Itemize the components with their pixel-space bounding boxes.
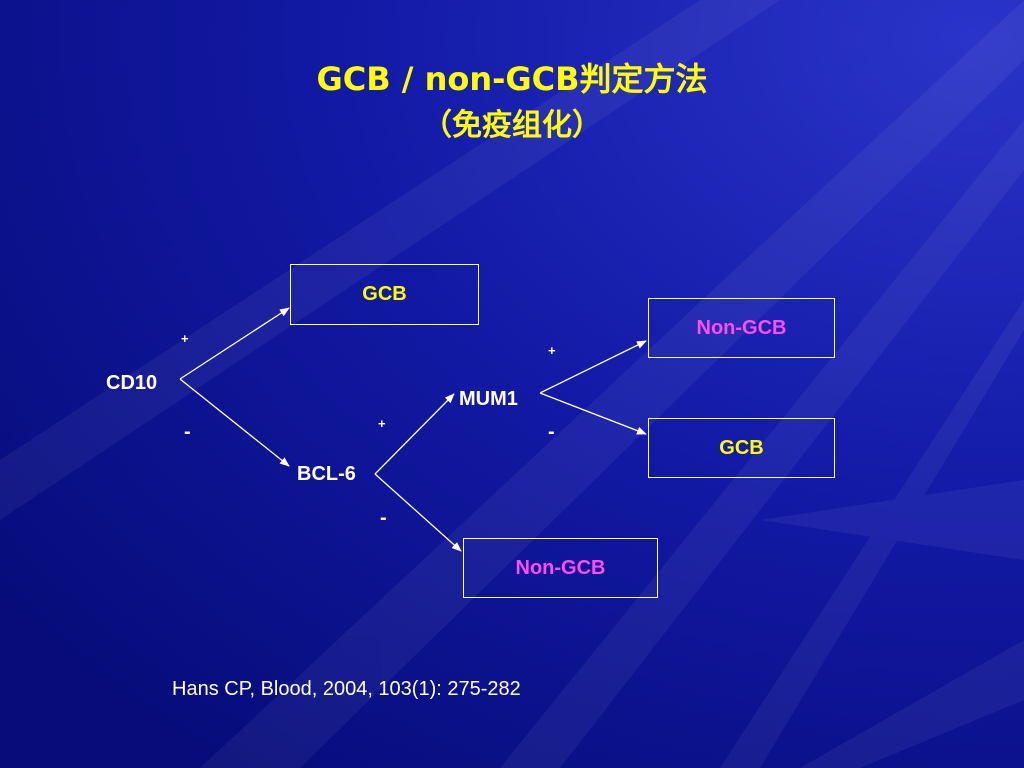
outcome-gcb-top-label: GCB (362, 283, 407, 305)
node-mum1: MUM1 (459, 388, 518, 410)
node-bcl6: BCL-6 (297, 463, 356, 485)
sign-mum1-positive: + (548, 343, 556, 358)
outcome-nongcb-bottom-label: Non-GCB (515, 556, 606, 579)
citation: Hans CP, Blood, 2004, 103(1): 275-282 (172, 678, 521, 700)
arrow-bcl6-pos (374, 393, 455, 475)
outcome-nongcb-right-label: Non-GCB (696, 316, 787, 339)
arrow-bcl6-neg (374, 473, 462, 552)
arrow-mum1-neg (539, 392, 647, 435)
sign-mum1-negative: - (548, 421, 555, 443)
outcome-nongcb-bottom: Non-GCB (463, 538, 658, 598)
outcome-gcb-right: GCB (648, 418, 835, 478)
arrow-mum1-pos (539, 340, 647, 394)
slide-subtitle: （免疫组化） (422, 108, 602, 143)
sign-bcl6-negative: - (380, 507, 387, 529)
outcome-gcb-top: GCB (290, 264, 479, 325)
sign-bcl6-positive: + (378, 416, 386, 431)
outcome-gcb-right-label: GCB (719, 436, 764, 459)
outcome-nongcb-right: Non-GCB (648, 298, 835, 358)
node-cd10: CD10 (106, 372, 158, 394)
sign-cd10-negative: - (184, 421, 191, 443)
arrow-cd10-neg (179, 378, 290, 467)
slide-title: GCB / non-GCB判定方法 (316, 60, 708, 98)
arrow-cd10-pos (179, 307, 290, 380)
sign-cd10-positive: + (181, 331, 189, 346)
